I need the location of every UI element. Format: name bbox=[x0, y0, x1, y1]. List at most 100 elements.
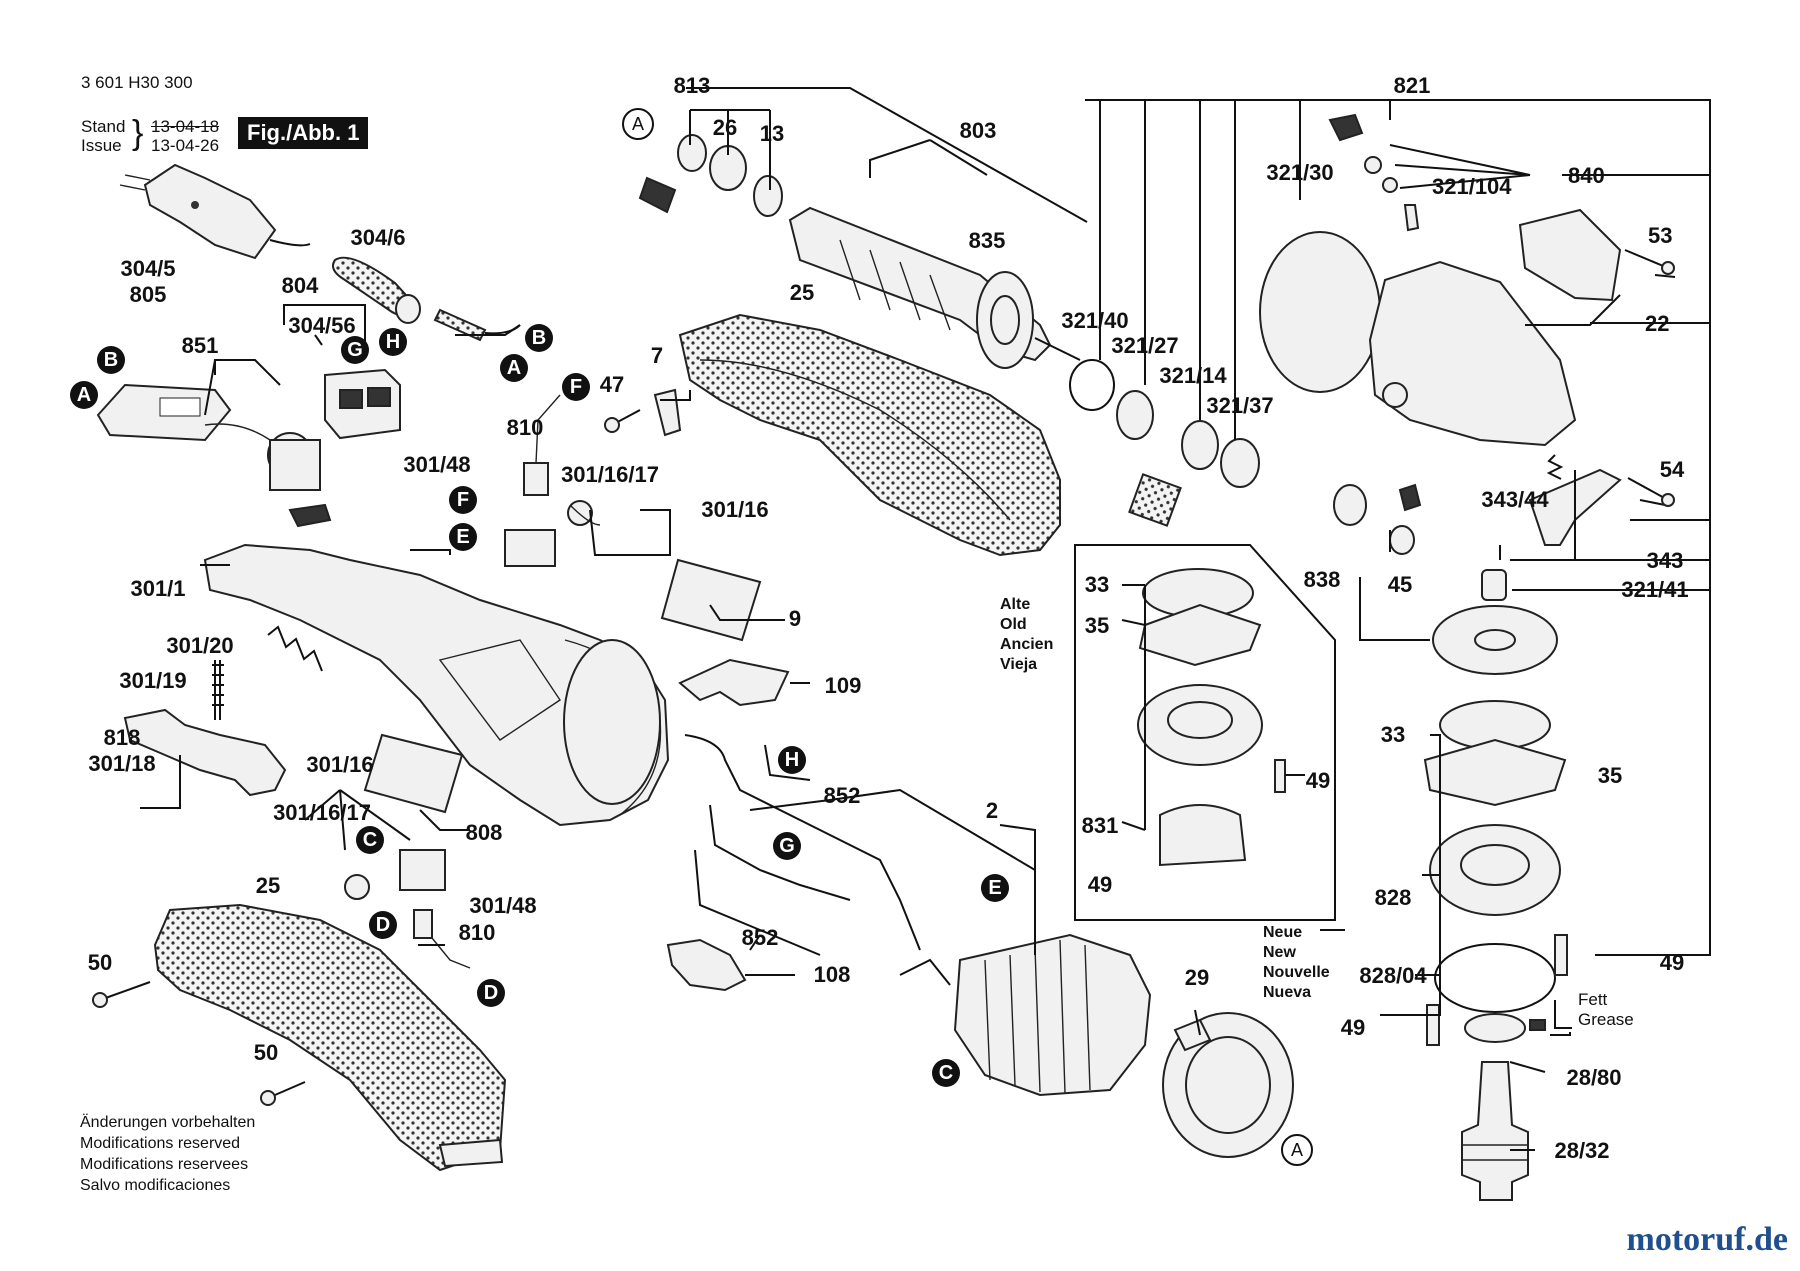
switch-module-part bbox=[324, 368, 401, 440]
part-label: 301/16 bbox=[701, 497, 768, 522]
leader-lines bbox=[140, 87, 1711, 1151]
air-guide-ring-part bbox=[1162, 1012, 1294, 1158]
svg-text:F: F bbox=[570, 376, 582, 398]
svg-text:D: D bbox=[376, 914, 390, 936]
part-label: 53 bbox=[1648, 223, 1672, 248]
svg-text:Änderungen vorbehalten: Änderungen vorbehalten bbox=[80, 1113, 255, 1131]
part-label: 28/32 bbox=[1554, 1138, 1609, 1163]
part-label: 2 bbox=[986, 798, 998, 823]
svg-text:Modifications reservees: Modifications reservees bbox=[80, 1156, 248, 1173]
callout-h: H bbox=[778, 746, 806, 774]
svg-text:Salvo modificaciones: Salvo modificaciones bbox=[80, 1177, 230, 1194]
bracket-part bbox=[123, 708, 287, 797]
part-label: 343/44 bbox=[1481, 487, 1549, 512]
svg-text:C: C bbox=[939, 1062, 953, 1084]
grease-note: Fett Grease bbox=[1578, 990, 1634, 1029]
part-label: 35 bbox=[1598, 763, 1622, 788]
callout-b: B bbox=[97, 346, 125, 374]
svg-text:D: D bbox=[484, 982, 498, 1004]
callout-e: E bbox=[981, 874, 1009, 902]
svg-text:A: A bbox=[77, 384, 91, 406]
armature-part bbox=[788, 206, 1081, 369]
svg-text:Old: Old bbox=[1000, 616, 1027, 633]
ring-part bbox=[1069, 359, 1260, 527]
pinion-part bbox=[1333, 483, 1422, 555]
part-label: 25 bbox=[790, 280, 814, 305]
part-label: 805 bbox=[130, 282, 167, 307]
part-label: 840 bbox=[1568, 163, 1605, 188]
carbon-brush-part-lower bbox=[344, 849, 471, 969]
issue-date: 13-04-26 bbox=[151, 136, 220, 155]
stand-label: Stand bbox=[81, 117, 126, 136]
part-label: 28/80 bbox=[1566, 1065, 1621, 1090]
old-bearing-flange-group bbox=[1074, 544, 1336, 921]
handle-half-top-part bbox=[678, 313, 1061, 557]
part-label: 50 bbox=[254, 1040, 278, 1065]
new-bearing-flange-group bbox=[1423, 700, 1568, 1046]
svg-text:A: A bbox=[632, 114, 644, 134]
part-label: 321/37 bbox=[1206, 393, 1273, 418]
svg-text:H: H bbox=[785, 749, 799, 771]
part-label: 26 bbox=[713, 115, 737, 140]
callout-a: A bbox=[500, 354, 528, 382]
footer-notes: Änderungen vorbehalten Modifications res… bbox=[80, 1113, 255, 1194]
part-label: 321/104 bbox=[1432, 174, 1512, 199]
wire-harness-part bbox=[666, 734, 921, 992]
part-label: 851 bbox=[182, 333, 219, 358]
part-label: 33 bbox=[1085, 572, 1109, 597]
part-label: 304/5 bbox=[120, 256, 175, 281]
part-label: 7 bbox=[651, 343, 663, 368]
part-label: 301/20 bbox=[166, 633, 233, 658]
callout-g: G bbox=[773, 832, 801, 860]
svg-text:New: New bbox=[1263, 944, 1296, 961]
svg-text:Neue: Neue bbox=[1263, 924, 1302, 941]
part-label: 838 bbox=[1304, 567, 1341, 592]
part-label: 831 bbox=[1082, 813, 1119, 838]
svg-text:Vieja: Vieja bbox=[1000, 656, 1037, 673]
part-label: 9 bbox=[789, 606, 801, 631]
part-label: 808 bbox=[466, 820, 503, 845]
part-label: 13 bbox=[760, 121, 784, 146]
motor-housing-part bbox=[203, 543, 670, 827]
handle-half-bottom-part bbox=[153, 903, 507, 1172]
part-label: 828 bbox=[1375, 885, 1412, 910]
part-label: 301/1 bbox=[130, 576, 185, 601]
svg-text:Nouvelle: Nouvelle bbox=[1263, 964, 1330, 981]
callout-d: D bbox=[369, 911, 397, 939]
part-label: 49 bbox=[1660, 950, 1684, 975]
svg-text:A: A bbox=[1291, 1140, 1303, 1160]
part-label: 25 bbox=[256, 873, 280, 898]
part-label: 109 bbox=[825, 673, 862, 698]
cover-part bbox=[678, 658, 790, 707]
screw-part-50 bbox=[92, 981, 306, 1106]
svg-text:F: F bbox=[457, 489, 469, 511]
bearing-part bbox=[638, 134, 783, 217]
svg-text:Grease: Grease bbox=[1578, 1010, 1634, 1029]
issue-label: Issue bbox=[81, 136, 122, 155]
part-label: 835 bbox=[969, 228, 1006, 253]
callout-a-bottom: A bbox=[1281, 1134, 1313, 1166]
part-label: 29 bbox=[1185, 965, 1209, 990]
part-label: 45 bbox=[1388, 572, 1412, 597]
svg-text:B: B bbox=[532, 327, 546, 349]
callout-c: C bbox=[356, 826, 384, 854]
watermark-logo: motoruf.de bbox=[1626, 1221, 1788, 1258]
callout-markers: A B A B A G H F F E H G C D D E C A bbox=[70, 108, 1313, 1166]
part-label: 22 bbox=[1645, 311, 1669, 336]
callout-a: A bbox=[70, 381, 98, 409]
callout-b: B bbox=[525, 324, 553, 352]
part-label: 810 bbox=[459, 920, 496, 945]
svg-text:A: A bbox=[507, 357, 521, 379]
switch-housing-part bbox=[96, 383, 332, 528]
power-plug-part bbox=[119, 163, 311, 260]
svg-text:H: H bbox=[386, 331, 400, 353]
part-label: 828/04 bbox=[1359, 963, 1427, 988]
spindle-part bbox=[1461, 1061, 1529, 1201]
part-label: 804 bbox=[282, 273, 319, 298]
part-label: 852 bbox=[824, 783, 861, 808]
part-label: 321/27 bbox=[1111, 333, 1178, 358]
screw-part-53 bbox=[1624, 249, 1675, 507]
brace-icon: } bbox=[132, 114, 144, 152]
svg-text:E: E bbox=[456, 526, 469, 548]
